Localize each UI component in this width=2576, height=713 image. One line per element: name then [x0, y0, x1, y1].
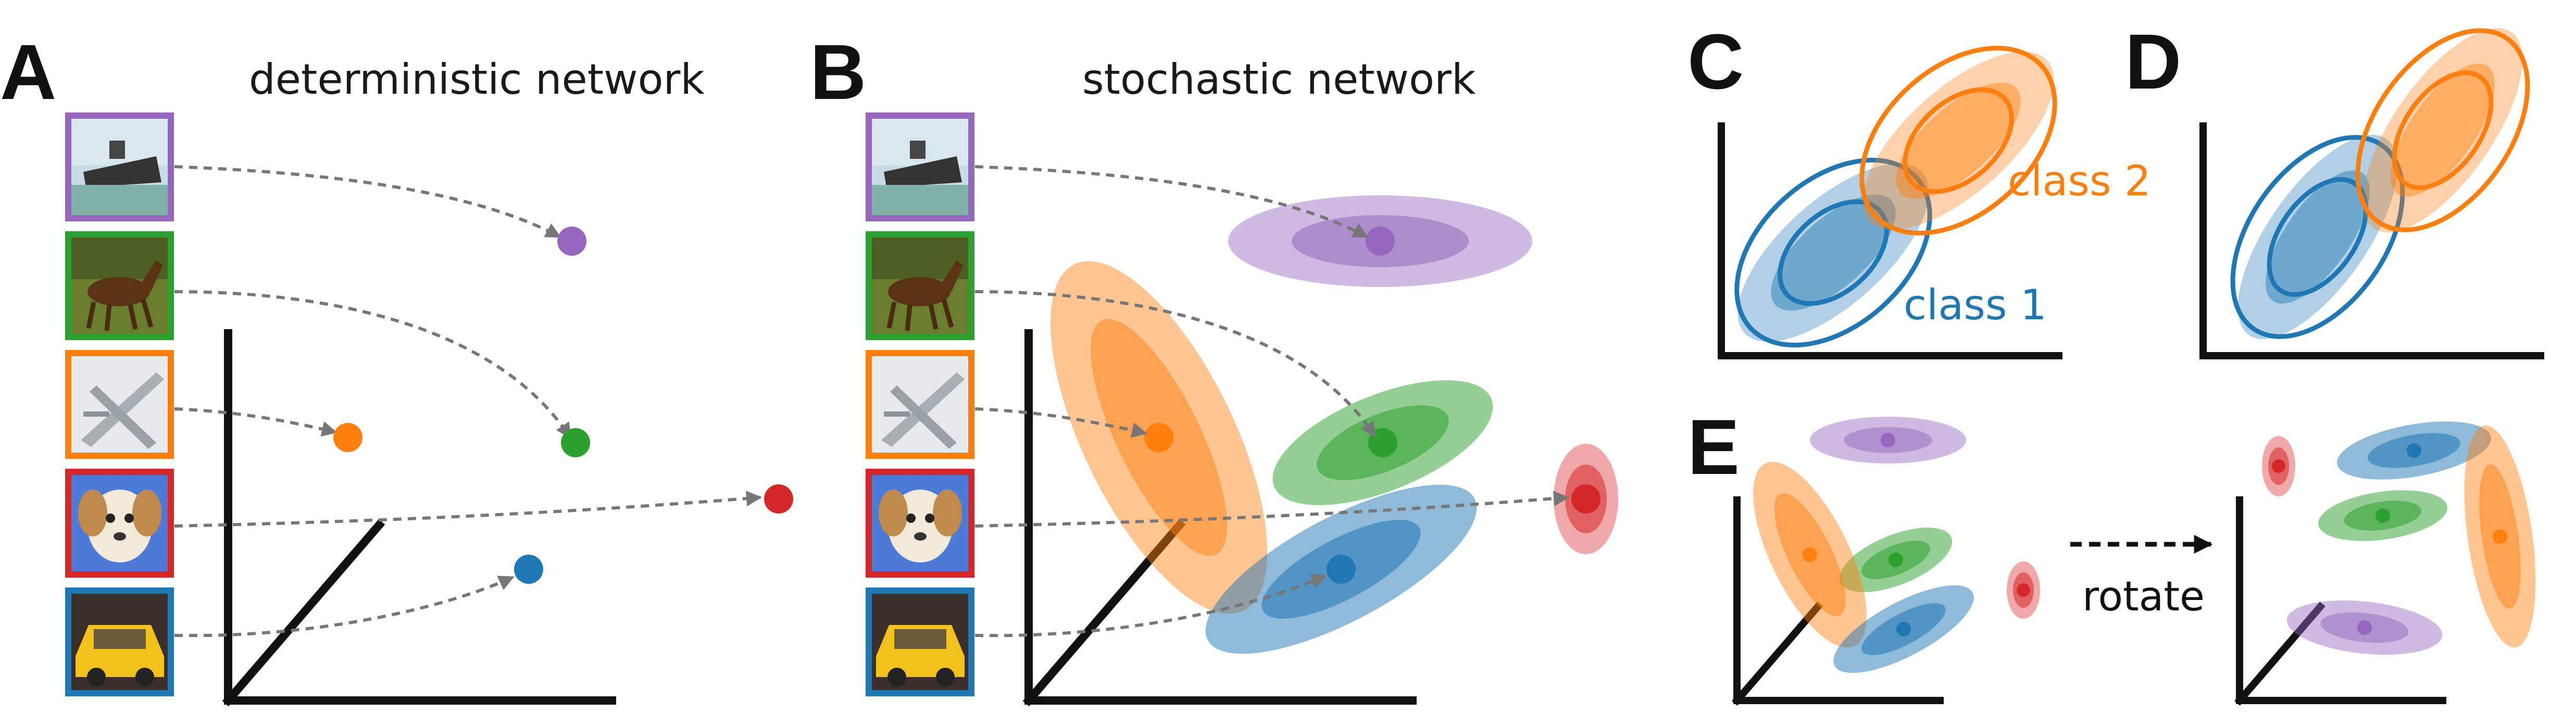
dog-image: [866, 469, 974, 578]
rotate-label: rotate: [2082, 573, 2205, 620]
panel-b-arrows: [974, 165, 1569, 637]
point-purple: [557, 227, 586, 256]
car-image: [65, 587, 174, 696]
panel-d-letter: D: [2125, 18, 2181, 105]
panel-b-letter: B: [810, 28, 866, 116]
e-left-axes: [1732, 496, 1944, 706]
class2-contour-outer: [1859, 45, 2057, 236]
car-image: [866, 587, 974, 696]
panel-b-thumbnails: [866, 112, 974, 696]
point-green: [561, 428, 590, 457]
panel-d-axes: [2199, 122, 2544, 359]
panel-a-letter: A: [0, 28, 56, 116]
distribution-blue: [1205, 484, 1477, 654]
e-right-red: [2262, 436, 2295, 496]
panel-e-left: [1732, 417, 2040, 706]
panel-a-points: [333, 227, 793, 584]
e-left-blue: [1833, 585, 1974, 673]
distribution-orange: [1050, 261, 1268, 614]
horse-image: [866, 231, 974, 340]
panel-b-axes: [1022, 329, 1417, 707]
point-red: [764, 484, 793, 514]
class1-contour-d: [2230, 135, 2405, 339]
panel-a-arrows: [174, 165, 762, 637]
horse-image: [65, 231, 174, 340]
e-right-green: [2318, 490, 2447, 541]
distribution-purple: [1228, 195, 1532, 287]
panel-c-axes: [1718, 122, 2062, 359]
e-right-blue: [2337, 421, 2491, 480]
rotate-arrow: rotate: [2070, 535, 2213, 620]
panel-e-right: [2234, 421, 2536, 706]
panel-c: C class 1 class 2: [1687, 18, 2151, 359]
panel-a: A deterministic network: [0, 28, 793, 707]
class2-contour-d: [2355, 28, 2530, 232]
panel-a-thumbnails: [65, 112, 174, 696]
class1-label: class 1: [1904, 281, 2047, 329]
e-left-red: [2007, 561, 2040, 619]
class1-contour-outer: [1734, 157, 1932, 348]
point-blue: [514, 555, 543, 584]
panel-b-distributions-front: [1050, 261, 1477, 654]
dog-image: [65, 469, 174, 578]
panel-d: D: [2125, 18, 2544, 359]
e-right-axes: [2234, 496, 2446, 706]
panel-e: E: [1687, 403, 2536, 706]
panel-e-letter: E: [1687, 403, 1740, 491]
panel-a-title: deterministic network: [249, 55, 705, 104]
airplane-image: [866, 350, 974, 459]
e-left-purple: [1810, 417, 1966, 464]
panel-c-scatter: [1734, 45, 2057, 348]
class1-cloud: [1737, 164, 1929, 342]
e-right-purple: [2286, 600, 2443, 655]
class2-cloud: [1862, 52, 2054, 230]
e-left-green: [1839, 528, 1953, 592]
panel-b: B stochastic network: [810, 28, 1618, 707]
airplane-image: [65, 350, 174, 459]
ship-image: [65, 112, 174, 221]
panel-a-axes: [222, 329, 616, 707]
class2-label: class 2: [2008, 157, 2151, 205]
e-right-orange: [2464, 425, 2536, 648]
panel-c-letter: C: [1687, 18, 1744, 105]
point-orange: [333, 423, 362, 452]
e-left-orange: [1753, 461, 1867, 648]
ship-image: [866, 112, 974, 221]
panel-d-scatter: [2230, 28, 2530, 340]
panel-b-title: stochastic network: [1082, 55, 1476, 104]
distribution-red: [1554, 444, 1618, 554]
